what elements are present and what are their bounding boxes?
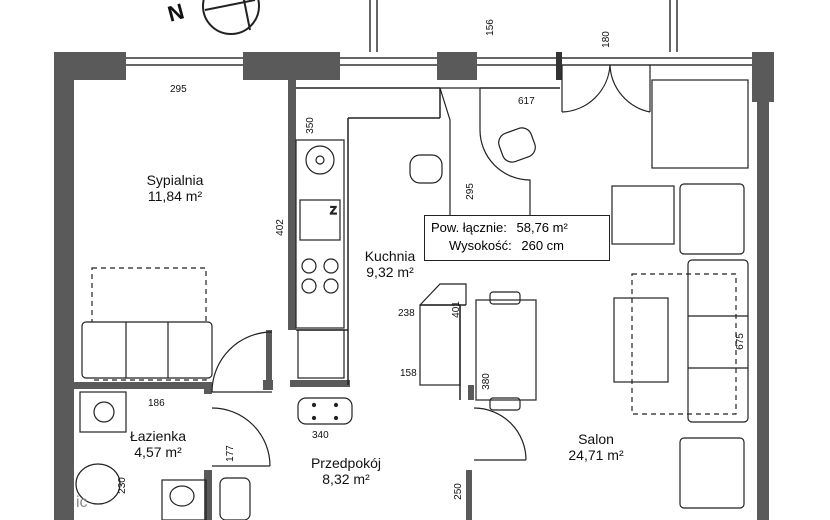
room-area: 9,32 m² xyxy=(366,264,414,280)
watermark-fragment: ic xyxy=(76,494,88,511)
room-name: Przedpokój xyxy=(310,455,382,471)
dimension-label: 250 xyxy=(452,483,464,500)
total-area-label: Pow. łącznie: xyxy=(431,220,507,235)
room-name: Sypialnia xyxy=(146,172,204,188)
svg-text:Z: Z xyxy=(330,205,337,217)
dimension-label: 350 xyxy=(304,117,316,134)
desk xyxy=(409,87,536,221)
doors xyxy=(211,64,651,467)
dimension-label: 180 xyxy=(600,31,612,48)
height-value: 260 cm xyxy=(521,238,564,253)
area-info-box: Pow. łącznie: 58,76 m² Wysokość: 260 cm xyxy=(424,215,610,261)
room-label-przedpokoj: Przedpokój 8,32 m² xyxy=(296,455,396,487)
room-label-sypialnia: Sypialnia 11,84 m² xyxy=(130,172,220,204)
dimension-label: 617 xyxy=(518,96,535,107)
hallway-bench xyxy=(297,397,353,425)
dimension-label: 230 xyxy=(116,477,128,494)
bathroom-fixtures xyxy=(75,391,251,520)
kitchen-counter: Z xyxy=(295,139,345,379)
dimension-label: 186 xyxy=(148,398,165,409)
bed xyxy=(81,267,213,381)
room-label-salon: Salon 24,71 m² xyxy=(556,431,636,463)
room-label-kuchnia: Kuchnia 9,32 m² xyxy=(350,248,430,280)
dimension-label: 401 xyxy=(450,301,462,318)
outer-walls xyxy=(54,52,774,520)
room-name: Łazienka xyxy=(129,428,187,444)
room-name: Salon xyxy=(578,431,614,447)
salon-furniture xyxy=(419,79,749,509)
dimension-label: 402 xyxy=(274,219,286,236)
dimension-label: 158 xyxy=(400,368,417,379)
dimension-label: 238 xyxy=(398,308,415,319)
dimension-label: 295 xyxy=(464,183,476,200)
dimension-label: 295 xyxy=(170,84,187,95)
height-label: Wysokość: xyxy=(449,238,512,253)
dimension-label: 380 xyxy=(480,373,492,390)
total-area-value: 58,76 m² xyxy=(516,220,568,235)
dimension-label: 340 xyxy=(312,430,329,441)
dimension-label: 675 xyxy=(734,333,746,350)
room-label-lazienka: Łazienka 4,57 m² xyxy=(118,428,198,460)
room-area: 11,84 m² xyxy=(147,188,203,204)
compass-icon xyxy=(202,0,260,35)
room-area: 24,71 m² xyxy=(568,447,624,463)
dimension-label: 177 xyxy=(224,445,236,462)
room-area: 8,32 m² xyxy=(322,471,370,487)
top-windows xyxy=(126,0,770,66)
dimension-label: 156 xyxy=(484,19,496,36)
room-name: Kuchnia xyxy=(364,248,416,264)
interior-walls xyxy=(74,78,474,520)
room-area: 4,57 m² xyxy=(134,444,182,460)
